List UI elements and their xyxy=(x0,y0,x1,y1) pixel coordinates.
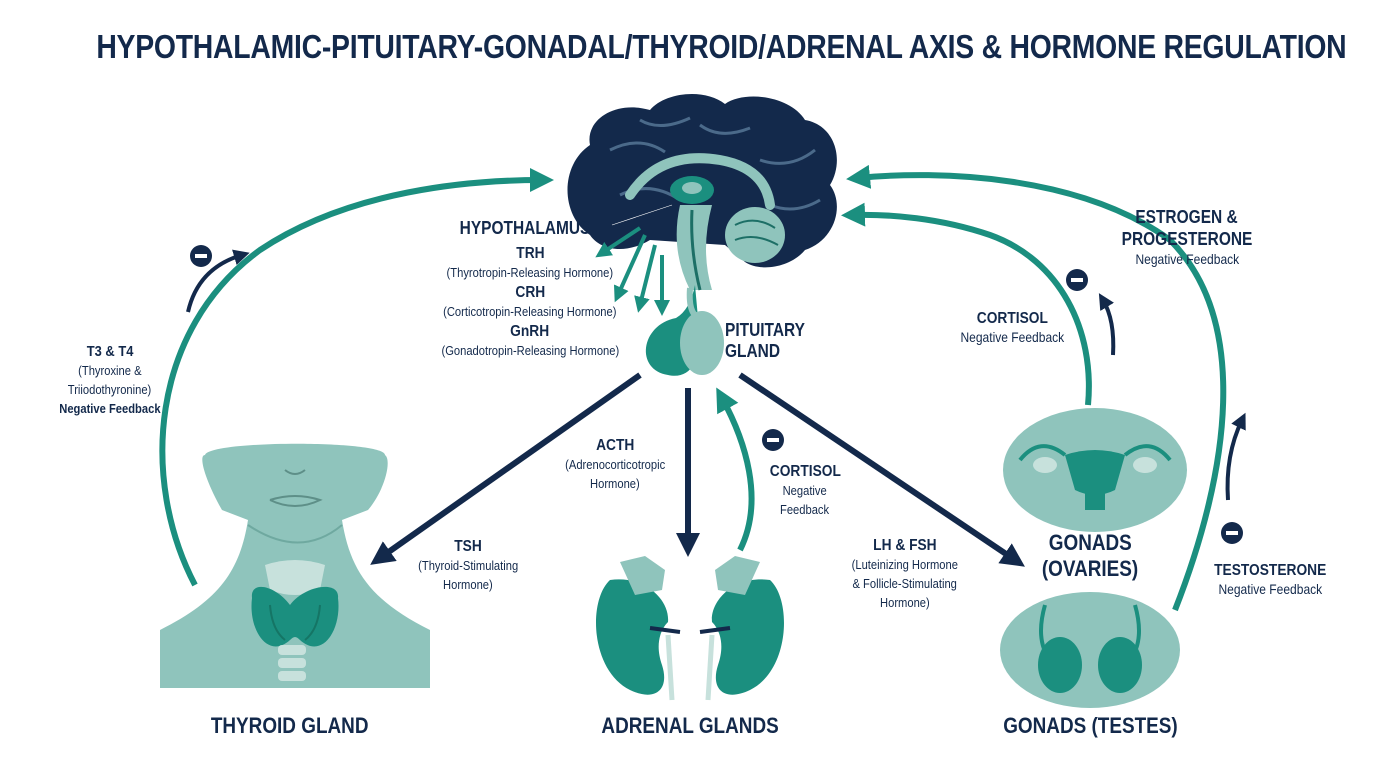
minus-circle-icon xyxy=(762,429,784,451)
feedback-arcs xyxy=(159,164,1227,612)
page-title: HYPOTHALAMIC-PITUITARY-GONADAL/THYROID/A… xyxy=(96,28,1347,65)
hypothalamus-label: HYPOTHALAMUS xyxy=(459,218,591,238)
ovaries-illustration xyxy=(1003,408,1187,532)
acth-label: ACTH (Adrenocorticotropic Hormone) xyxy=(564,437,666,491)
minus-circle-icon xyxy=(190,245,212,267)
adrenal-glands-label: ADRENAL GLANDS xyxy=(601,713,779,738)
stimulatory-arrows xyxy=(370,372,1025,567)
trh-label: TRH (Thyrotropin-Releasing Hormone) xyxy=(446,245,614,280)
estrogen-progesterone-label: ESTROGEN & PROGESTERONE Negative Feedbac… xyxy=(1121,207,1253,267)
thyroid-gland-label: THYROID GLAND xyxy=(211,713,369,738)
adrenal-kidney-illustration xyxy=(596,556,784,701)
pituitary-illustration xyxy=(645,285,724,376)
pituitary-label: PITUITARY GLAND xyxy=(725,320,805,362)
inhibition-arrows xyxy=(186,249,1246,501)
cortisol-right-label: CORTISOL Negative Feedback xyxy=(960,310,1064,345)
thyroid-head-illustration xyxy=(160,443,430,688)
minus-circle-icon xyxy=(1066,269,1088,291)
crh-label: CRH (Corticotropin-Releasing Hormone) xyxy=(443,284,617,319)
minus-circle-icon xyxy=(1221,522,1243,544)
lh-fsh-label: LH & FSH (Luteinizing Hormone & Follicle… xyxy=(851,537,959,610)
brain-illustration xyxy=(567,93,837,291)
releasing-hormone-arrows xyxy=(595,226,670,316)
testes-label: GONADS (TESTES) xyxy=(1002,713,1178,738)
t3-t4-label: T3 & T4 (Thyroxine & Triiodothyronine) N… xyxy=(59,343,161,416)
gnrh-label: GnRH (Gonadotropin-Releasing Hormone) xyxy=(441,323,619,358)
testes-illustration xyxy=(1000,592,1180,708)
tsh-label: TSH (Thyroid-Stimulating Hormone) xyxy=(417,538,519,592)
testosterone-label: TESTOSTERONE Negative Feedback xyxy=(1213,562,1327,597)
cortisol-center-label: CORTISOL Negative Feedback xyxy=(769,463,841,517)
ovaries-label: GONADS (OVARIES) xyxy=(1041,530,1139,581)
